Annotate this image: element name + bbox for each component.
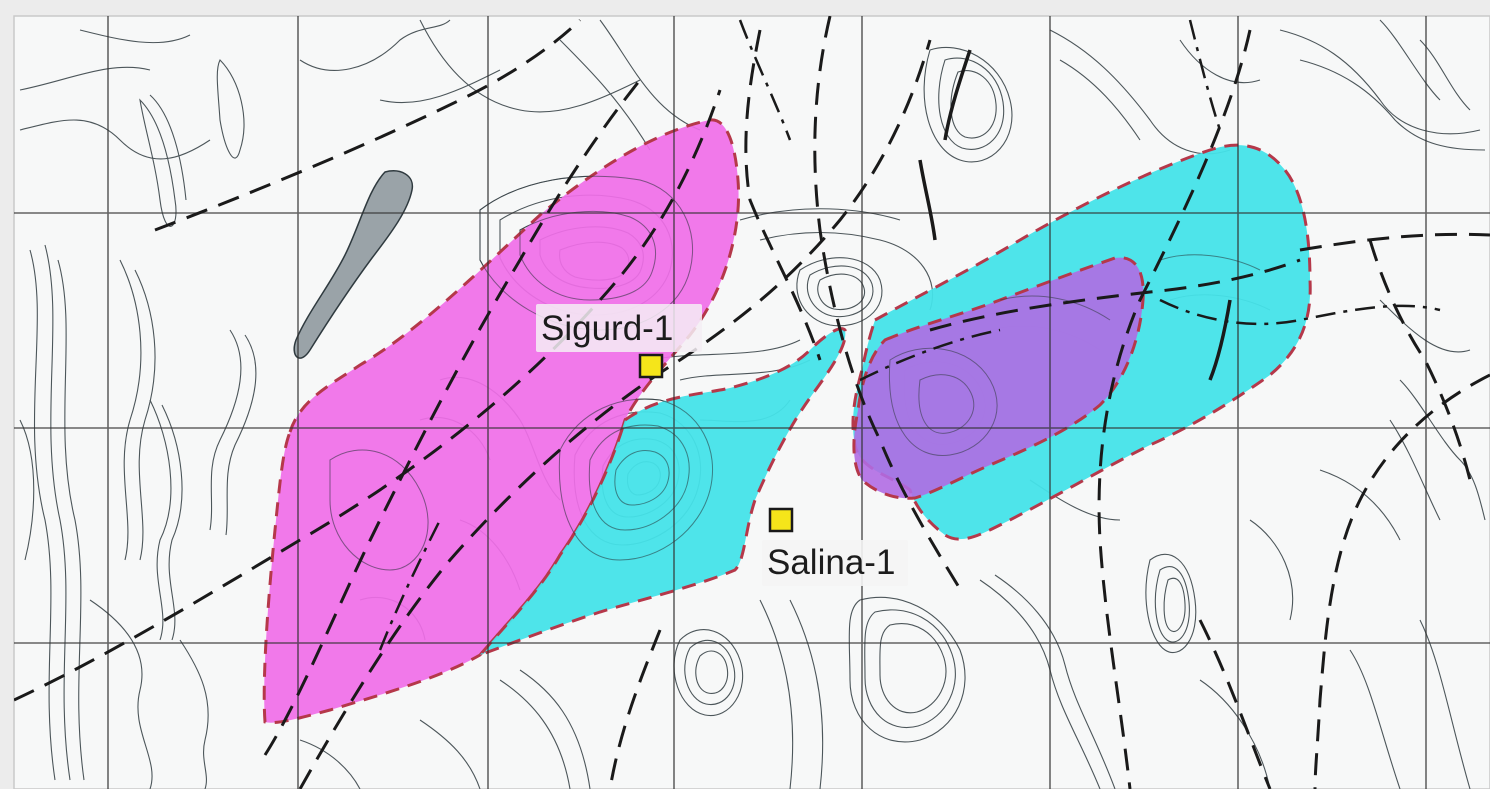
dashed-fault-lines <box>14 16 1490 789</box>
well-marker-salina-1[interactable] <box>768 507 794 533</box>
salina-label-background <box>762 540 908 586</box>
contour-lines-overlay <box>329 175 1261 571</box>
purple-overlap-prospect <box>852 256 1145 500</box>
well-label-salina-1: Salina-1 <box>767 543 895 582</box>
sigurd-label-background <box>536 304 702 352</box>
lake-polygon <box>293 170 414 359</box>
dash-dot-fault-lines <box>378 19 1441 651</box>
well-marker-sigurd-1[interactable] <box>638 353 664 379</box>
magenta-prospect <box>262 118 741 725</box>
well-label-sigurd-1: Sigurd-1 <box>541 309 673 348</box>
well-salina-1[interactable]: Salina-1 <box>762 507 908 586</box>
well-sigurd-1[interactable]: Sigurd-1 <box>536 304 702 379</box>
solid-fault-lines <box>918 49 1232 381</box>
coordinate-grid <box>14 16 1490 789</box>
